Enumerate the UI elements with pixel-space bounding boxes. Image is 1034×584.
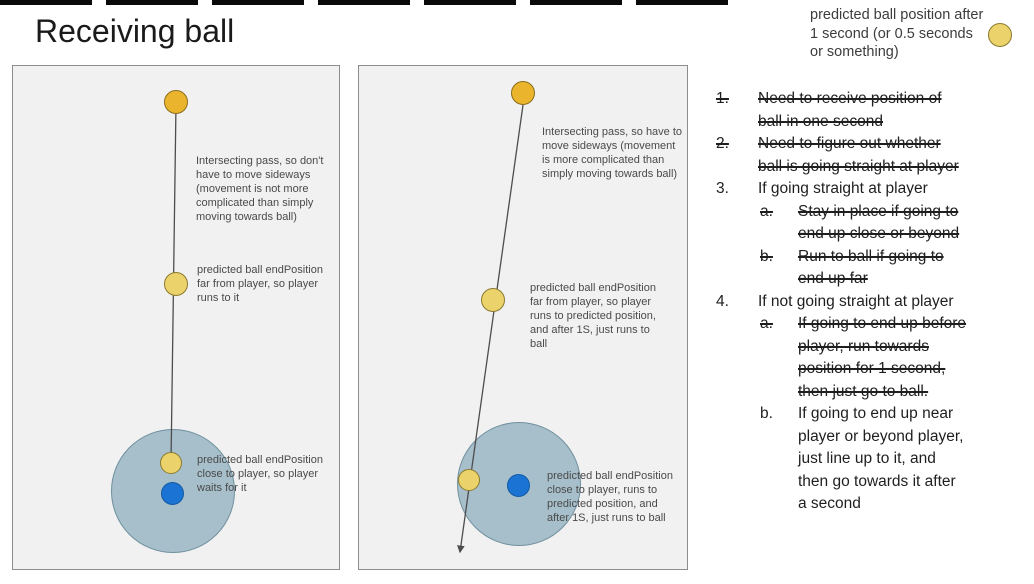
predicted-ball-far-icon xyxy=(481,288,505,312)
diagram-panel-straight-pass: Intersecting pass, so don't have to move… xyxy=(12,65,340,570)
list-subitem: a. If going to end up before player, run… xyxy=(716,313,968,403)
ball-start-icon xyxy=(164,90,188,114)
list-item-number: 2. xyxy=(716,135,729,152)
list-subitem: b. Run to ball if going to end up far xyxy=(716,246,968,291)
annotation-intersecting-pass: Intersecting pass, so don't have to move… xyxy=(196,155,324,224)
list-item-text: If going to end up before player, run to… xyxy=(798,315,967,400)
list-item: 3. If going straight at player xyxy=(716,178,968,201)
list-item-number: a. xyxy=(760,315,773,332)
predicted-ball-legend-icon xyxy=(988,23,1012,47)
annotation-endposition-close: predicted ball endPosition close to play… xyxy=(547,470,673,525)
annotation-endposition-far: predicted ball endPosition far from play… xyxy=(197,264,323,305)
player-icon xyxy=(507,474,530,497)
list-item-text: Need to receive position of ball in one … xyxy=(758,90,942,130)
list-item-text: If going straight at player xyxy=(758,180,928,197)
top-border-dashes xyxy=(0,0,737,5)
predicted-ball-close-icon xyxy=(458,469,480,491)
list-item-number: b. xyxy=(760,405,773,422)
list-item: 1. Need to receive position of ball in o… xyxy=(716,88,968,133)
requirements-list: 1. Need to receive position of ball in o… xyxy=(716,88,968,516)
page-title: Receiving ball xyxy=(35,13,235,49)
annotation-intersecting-pass: Intersecting pass, so have to move sidew… xyxy=(542,126,683,181)
list-item-number: 4. xyxy=(716,292,729,310)
player-icon xyxy=(161,482,184,505)
list-item-text: Need to figure out whether ball is going… xyxy=(758,135,959,175)
list-item-text: Stay in place if going to end up close o… xyxy=(798,202,960,243)
ball-start-icon xyxy=(511,81,535,105)
list-item-number: a. xyxy=(760,202,773,220)
list-item-text: Run to ball if going to end up far xyxy=(798,247,944,288)
list-item-text: If going to end up near player or beyond… xyxy=(798,405,964,512)
list-subitem: b. If going to end up near player or bey… xyxy=(716,403,968,516)
annotation-endposition-close: predicted ball endPosition close to play… xyxy=(197,454,323,495)
list-subitem: a. Stay in place if going to end up clos… xyxy=(716,201,968,246)
legend-label: predicted ball position after 1 second (… xyxy=(810,7,984,60)
diagram-panel-angled-pass: Intersecting pass, so have to move sidew… xyxy=(358,65,688,570)
annotation-endposition-far: predicted ball endPosition far from play… xyxy=(530,282,656,351)
list-item-number: b. xyxy=(760,247,773,265)
predicted-ball-close-icon xyxy=(160,452,182,474)
predicted-ball-far-icon xyxy=(164,272,188,296)
list-item: 2. Need to figure out whether ball is go… xyxy=(716,133,968,178)
list-item-number: 1. xyxy=(716,90,729,107)
list-item: 4. If not going straight at player xyxy=(716,291,968,314)
list-item-text: If not going straight at player xyxy=(758,292,954,310)
list-item-number: 3. xyxy=(716,180,729,197)
